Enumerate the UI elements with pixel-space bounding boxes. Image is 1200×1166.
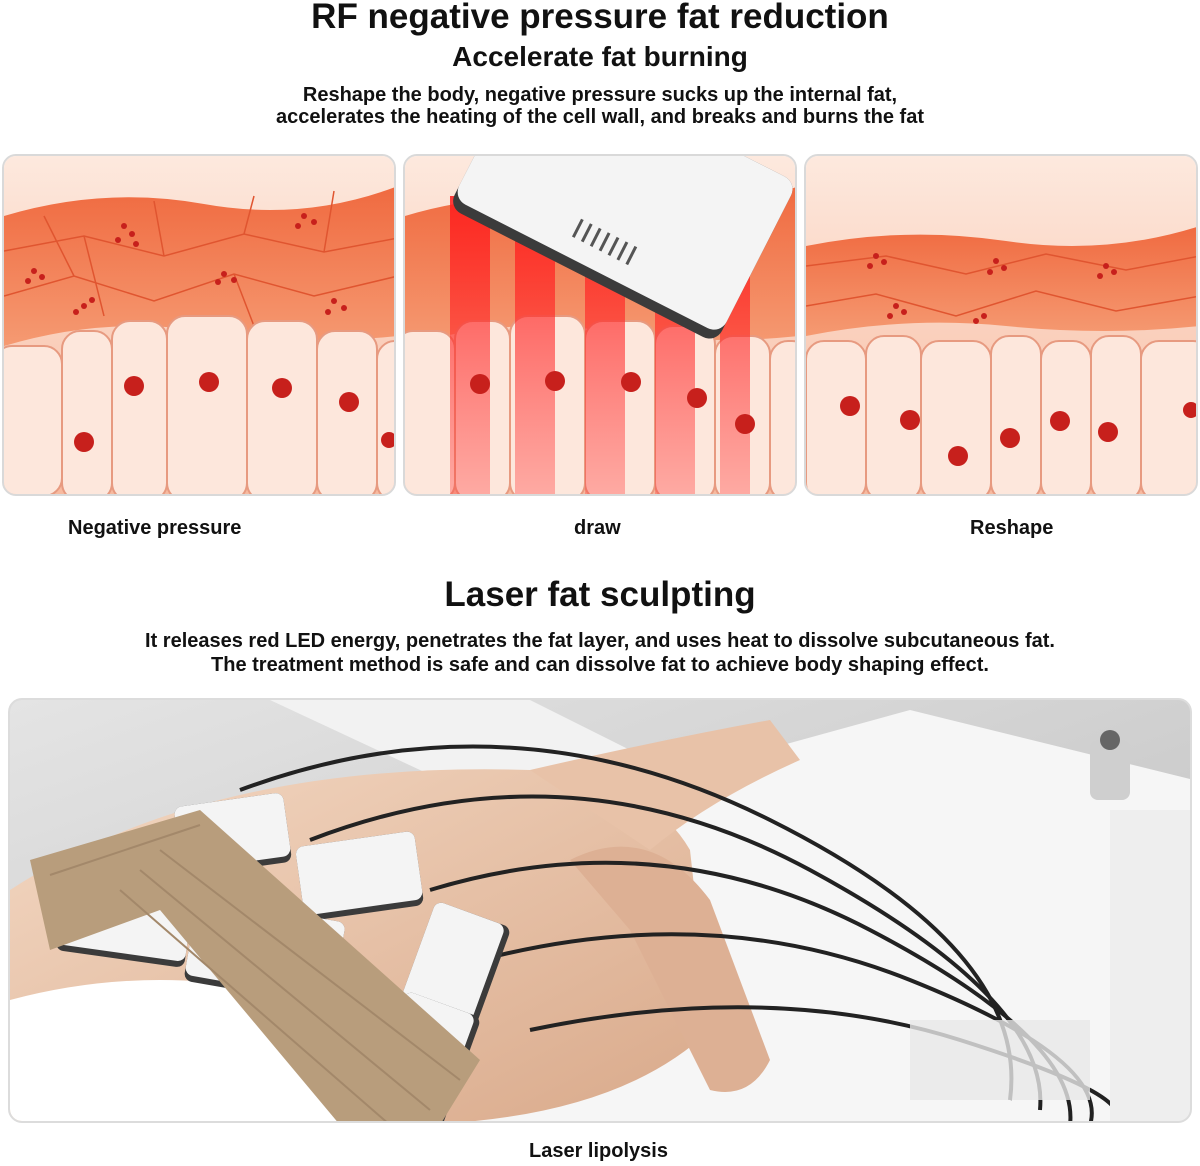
laser-lipolysis-illustration [10,700,1190,1121]
panel-draw [403,154,797,496]
panel-reshape [804,154,1198,496]
caption-draw: draw [574,517,621,539]
panel-negative-pressure [2,154,396,496]
description-1-line-2: accelerates the heating of the cell wall… [276,106,924,128]
illustration-draw [405,156,795,494]
main-title: RF negative pressure fat reduction [311,0,889,36]
subtitle: Accelerate fat burning [452,41,748,72]
description-1: Reshape the body, negative pressure suck… [0,84,1200,128]
description-2-line-2: The treatment method is safe and can dis… [211,654,989,676]
description-1-line-1: Reshape the body, negative pressure suck… [302,84,898,106]
caption-reshape: Reshape [970,517,1054,539]
caption-laser-lipolysis: Laser lipolysis [529,1140,668,1162]
illustration-reshape [806,156,1196,494]
laser-lipolysis-photo [8,698,1192,1123]
rf-device-icon [453,156,793,339]
section-2-title: Laser fat sculpting [444,575,756,614]
caption-negative-pressure: Negative pressure [68,517,242,539]
description-2: It releases red LED energy, penetrates t… [0,629,1200,677]
illustration-negative-pressure [4,156,394,494]
description-2-line-1: It releases red LED energy, penetrates t… [145,630,1055,652]
